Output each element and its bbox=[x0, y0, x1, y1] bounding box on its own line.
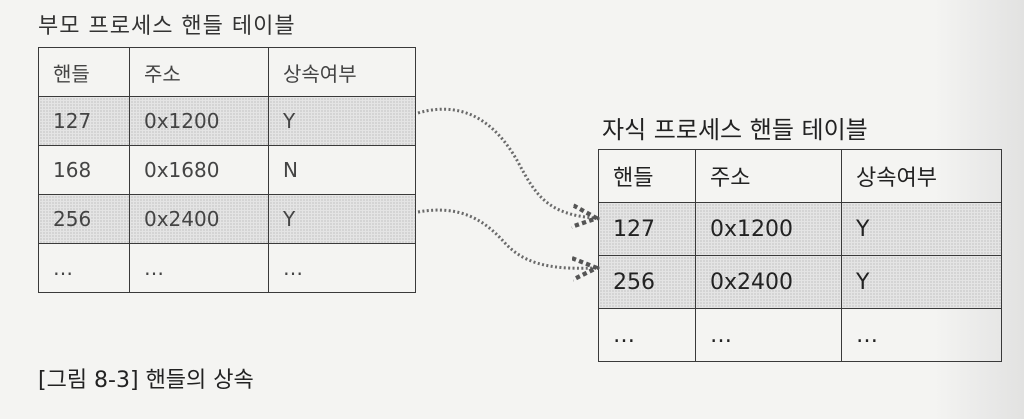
column-header-handle: 핸들 bbox=[38, 47, 130, 97]
inheritance-arrow-256 bbox=[417, 208, 594, 268]
column-header-handle: 핸들 bbox=[598, 149, 696, 203]
handle-cell: … bbox=[598, 308, 696, 362]
table-row: 168 0x1680 N bbox=[38, 145, 416, 195]
handle-cell: 127 bbox=[598, 202, 696, 256]
parent-handle-table: 핸들 주소 상속여부 127 0x1200 Y 168 0x1680 N 256… bbox=[38, 47, 416, 293]
figure-caption: [그림 8-3] 핸들의 상속 bbox=[38, 368, 254, 393]
address-cell: 0x1200 bbox=[129, 96, 269, 146]
header-row: 핸들 주소 상속여부 bbox=[598, 149, 1002, 203]
handle-cell: … bbox=[38, 243, 130, 293]
handle-cell: 127 bbox=[38, 96, 130, 146]
header-row: 핸들 주소 상속여부 bbox=[38, 47, 416, 97]
address-cell: … bbox=[695, 308, 842, 362]
table-row: 127 0x1200 Y bbox=[38, 96, 416, 146]
table-row: 127 0x1200 Y bbox=[598, 202, 1002, 256]
column-header-address: 주소 bbox=[129, 47, 269, 97]
table-row: … … … bbox=[598, 308, 1002, 362]
table-row: … … … bbox=[38, 243, 416, 293]
handle-cell: 256 bbox=[38, 194, 130, 244]
column-header-address: 주소 bbox=[695, 149, 842, 203]
column-header-inherit: 상속여부 bbox=[268, 47, 416, 97]
column-header-inherit: 상속여부 bbox=[841, 149, 1002, 203]
handle-cell: 168 bbox=[38, 145, 130, 195]
child-table-title: 자식 프로세스 핸들 테이블 bbox=[602, 116, 868, 144]
address-cell: 0x2400 bbox=[129, 194, 269, 244]
table-row: 256 0x2400 Y bbox=[38, 194, 416, 244]
address-cell: 0x1200 bbox=[695, 202, 842, 256]
inherit-cell: Y bbox=[841, 255, 1002, 309]
inherit-cell: Y bbox=[268, 194, 416, 244]
child-handle-table: 핸들 주소 상속여부 127 0x1200 Y 256 0x2400 Y … …… bbox=[598, 149, 1002, 362]
inherit-cell: N bbox=[268, 145, 416, 195]
address-cell: 0x1680 bbox=[129, 145, 269, 195]
inherit-cell: … bbox=[841, 308, 1002, 362]
inherit-cell: … bbox=[268, 243, 416, 293]
handle-cell: 256 bbox=[598, 255, 696, 309]
parent-table-title: 부모 프로세스 핸들 테이블 bbox=[38, 14, 296, 39]
inherit-cell: Y bbox=[268, 96, 416, 146]
inherit-cell: Y bbox=[841, 202, 1002, 256]
address-cell: 0x2400 bbox=[695, 255, 842, 309]
table-row: 256 0x2400 Y bbox=[598, 255, 1002, 309]
address-cell: … bbox=[129, 243, 269, 293]
inheritance-arrow-127 bbox=[417, 107, 594, 218]
